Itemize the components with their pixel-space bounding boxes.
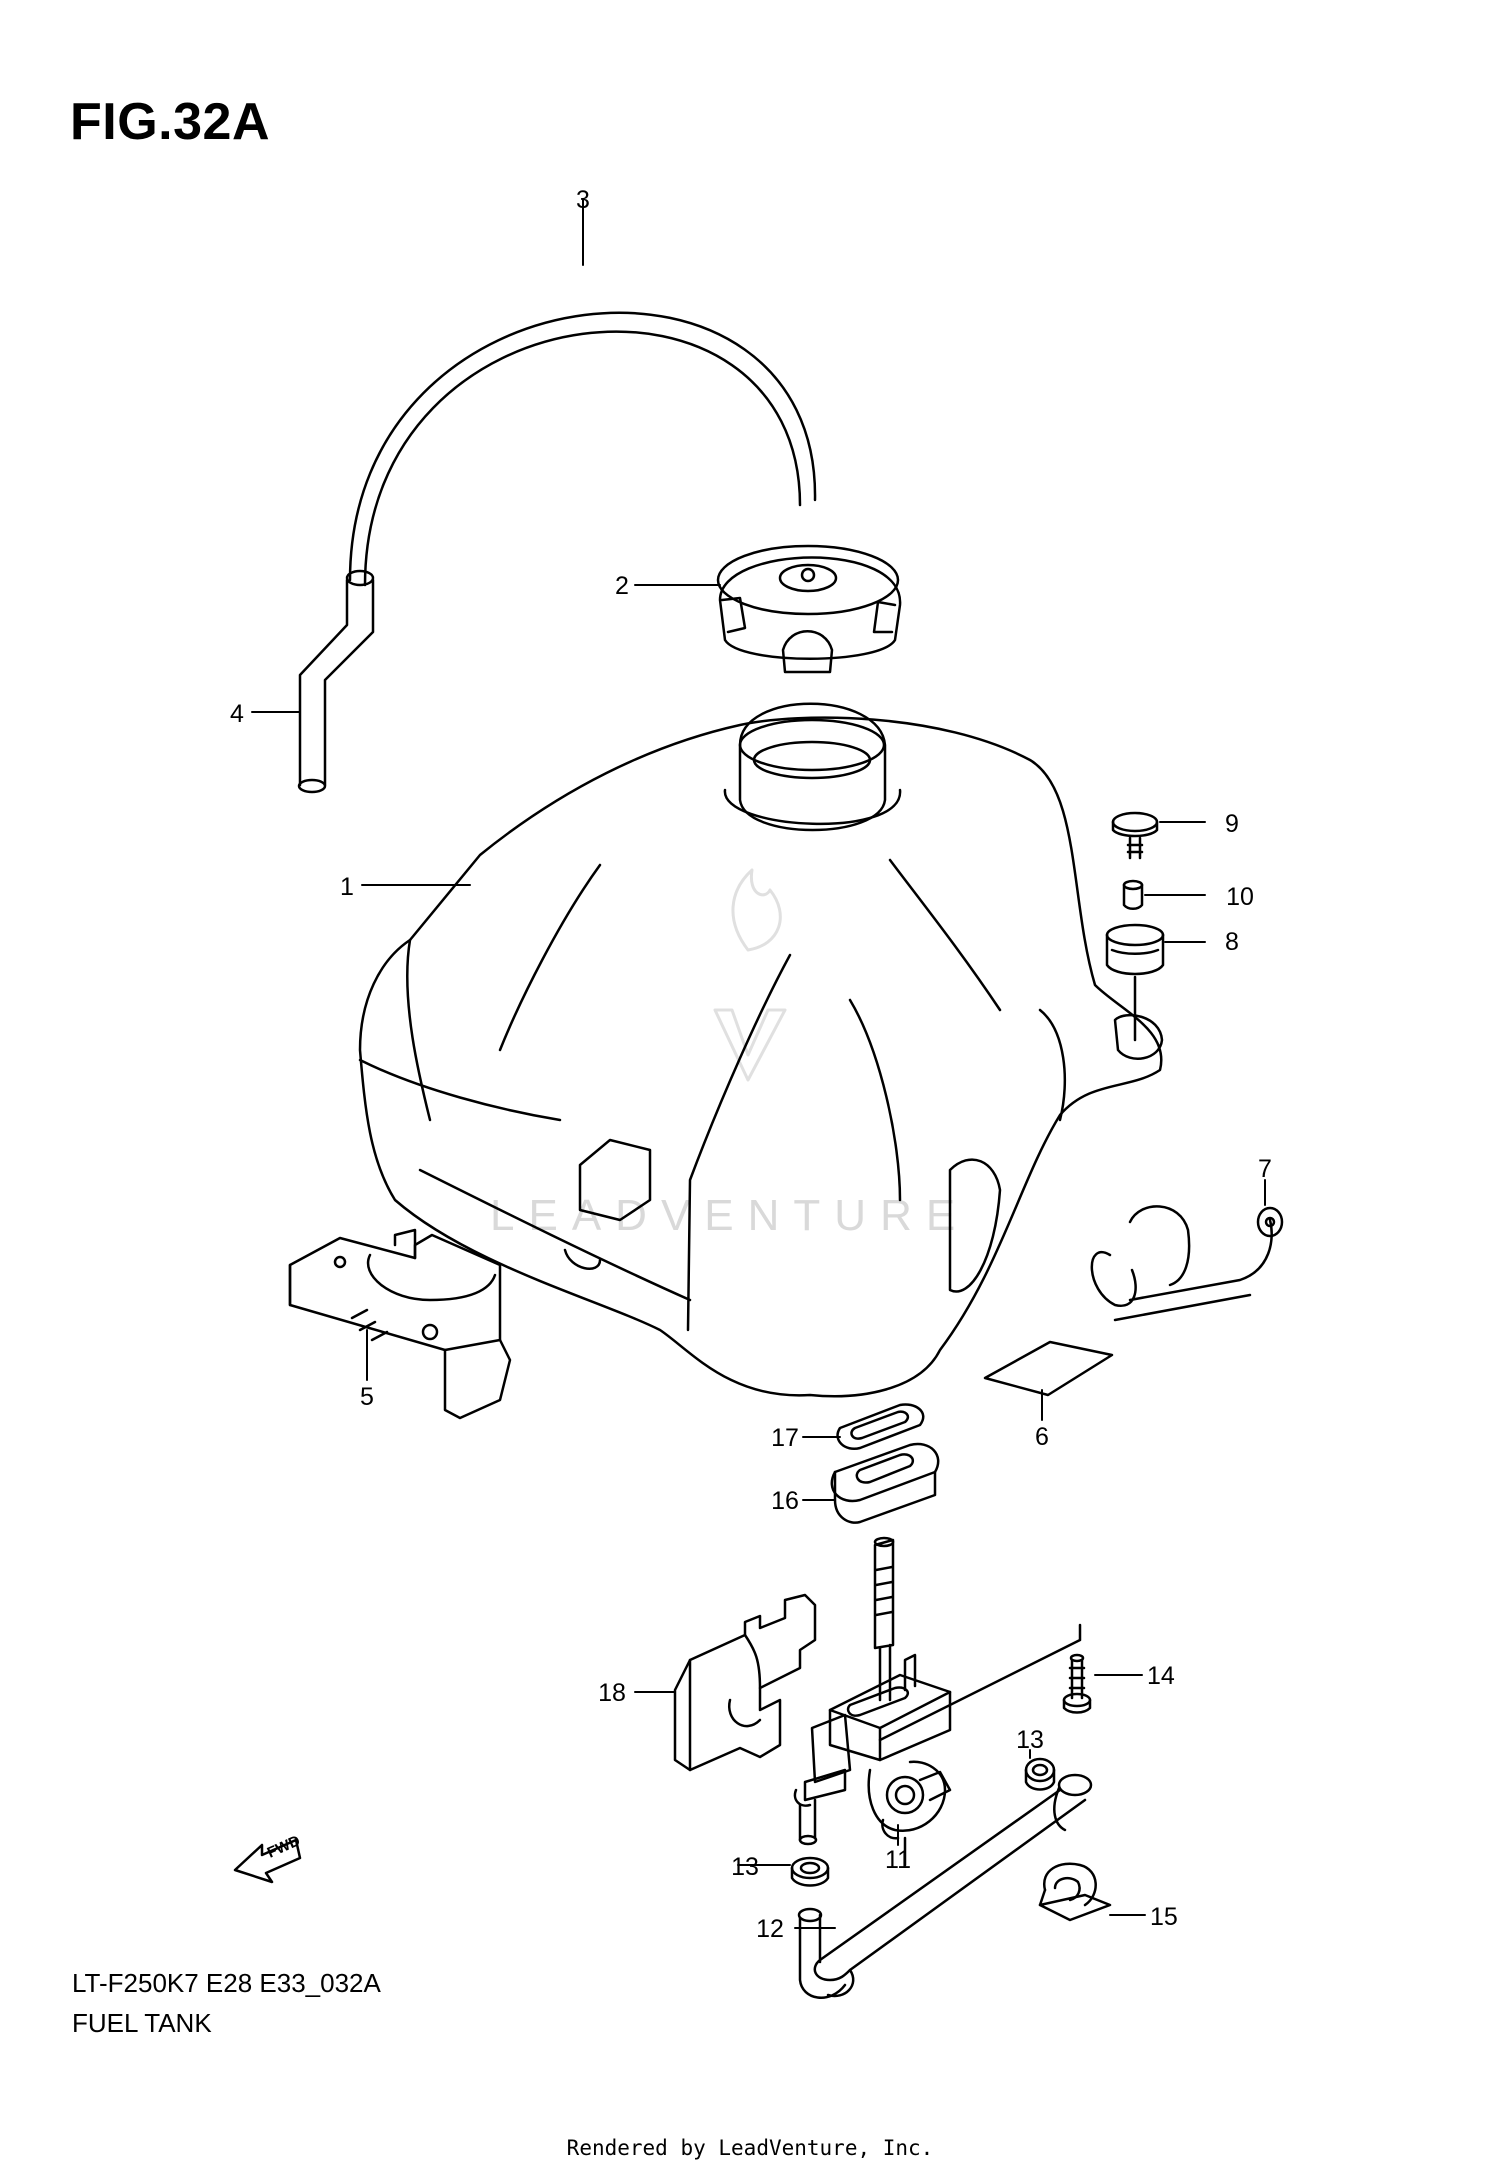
part-11-fuel-cock xyxy=(793,1536,1082,1867)
callout-13-upper: 13 xyxy=(1016,1726,1044,1754)
fwd-arrow-icon xyxy=(233,1838,302,1884)
callout-16: 16 xyxy=(771,1487,799,1515)
callout-11: 11 xyxy=(885,1846,911,1874)
callout-15: 15 xyxy=(1150,1903,1178,1931)
callout-10: 10 xyxy=(1226,883,1254,911)
part-12-fuel-hose xyxy=(797,1773,1093,1999)
part-17-gasket xyxy=(836,1403,925,1451)
part-15-clamp xyxy=(1038,1862,1112,1922)
part-16-packing xyxy=(830,1442,940,1524)
part-4-breather-pipe xyxy=(297,569,375,794)
callout-7: 7 xyxy=(1258,1155,1272,1183)
diagram-code: LT-F250K7 E28 E33_032A xyxy=(72,1968,381,1998)
callout-3: 3 xyxy=(576,186,590,214)
part-1-fuel-tank xyxy=(358,702,1164,1398)
callout-12: 12 xyxy=(756,1915,784,1943)
callout-8: 8 xyxy=(1225,928,1239,956)
callout-17: 17 xyxy=(771,1424,799,1452)
leader-lines xyxy=(251,199,1266,1929)
part-5-tank-bracket xyxy=(288,1228,512,1420)
callout-4: 4 xyxy=(230,700,244,728)
callout-14: 14 xyxy=(1147,1662,1175,1690)
fwd-label: FWD xyxy=(265,1832,303,1861)
part-10-collar xyxy=(1122,879,1144,910)
callout-2: 2 xyxy=(615,572,629,600)
callout-18: 18 xyxy=(598,1679,626,1707)
part-8-grommet xyxy=(1105,923,1165,1042)
callout-13-lower: 13 xyxy=(731,1853,759,1881)
part-9-bolt xyxy=(1111,811,1159,860)
callout-6: 6 xyxy=(1035,1423,1049,1451)
watermark-text: LEADVENTURE xyxy=(490,1191,969,1240)
part-18-cock-bracket xyxy=(673,1593,817,1772)
part-7-fuel-clamp-bracket xyxy=(1090,1205,1284,1322)
part-2-fuel-cap xyxy=(716,544,902,674)
rendered-by-credit: Rendered by LeadVenture, Inc. xyxy=(566,2136,934,2160)
callout-5: 5 xyxy=(360,1383,374,1411)
part-3-vent-hose xyxy=(348,311,817,587)
part-14-screw xyxy=(1062,1653,1092,1714)
part-6-cushion xyxy=(983,1340,1114,1397)
figure-title: FIG.32A xyxy=(70,93,270,151)
callout-9: 9 xyxy=(1225,810,1239,838)
part-13-hose-clamp-lower xyxy=(790,1856,830,1887)
callout-1: 1 xyxy=(340,873,354,901)
watermark-logo xyxy=(713,868,787,1082)
diagram-name: FUEL TANK xyxy=(72,2008,212,2038)
part-13-hose-clamp-upper xyxy=(1024,1757,1056,1791)
